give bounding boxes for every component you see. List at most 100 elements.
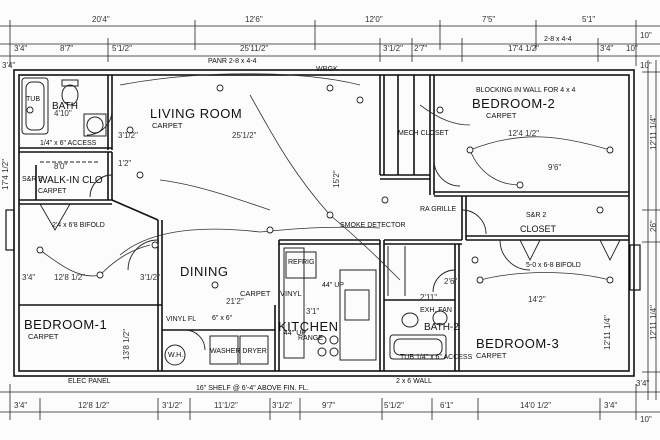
dim-right-5: 10"	[640, 31, 652, 40]
dim-bottom-9: 14'0 1/2"	[520, 401, 552, 410]
bifold-left-note: 2'4 x 6'8 BIFOLD	[52, 222, 105, 229]
electrical-wiring	[39, 73, 611, 281]
bedroom3-floor-label: CARPET	[476, 351, 507, 360]
range-label: RANGE	[298, 335, 323, 342]
wall-bumpouts	[5, 209, 641, 291]
bedroom3-label: BEDROOM-3	[476, 336, 560, 351]
dim-bed3-width: 14'2"	[528, 295, 546, 304]
right-dimension-lines	[642, 60, 660, 400]
dim-row2-3: 5'1/2"	[112, 44, 132, 53]
dim-small-4: 1'2"	[118, 159, 132, 168]
interior-walls	[19, 75, 629, 371]
up-note-b: 44" UP	[322, 282, 344, 289]
living-room-floor-label: CARPET	[152, 121, 183, 130]
dim-bottom-5: 3'1/2"	[272, 401, 292, 410]
exhaust-fan-note: EXH. FAN	[420, 307, 452, 314]
pantry-window-note: PANR 2-8 x 4-4	[208, 58, 257, 65]
dim-bedroom1-width: 12'8 1/2"	[54, 273, 86, 282]
dim-left-1: 17'4 1/2"	[1, 158, 10, 190]
top-dimension-lines	[0, 20, 660, 66]
dim-bed1-depth: 13'8 1/2"	[122, 328, 131, 360]
water-heater-label: W.H.	[168, 352, 184, 359]
dim-top-1: 20'4"	[92, 15, 110, 24]
access-note: 1/4" x 6" ACCESS	[40, 140, 97, 147]
kitchen-label: KITCHEN	[278, 319, 339, 334]
shelf-note: 16" SHELF @ 6'-4" ABOVE FIN. FL.	[196, 385, 309, 392]
dim-row2-5: 3'1/2"	[383, 44, 403, 53]
dim-bed3-depth: 12'11 1/4"	[603, 315, 612, 350]
dim-top-2: 12'6"	[245, 15, 263, 24]
dim-small-5: 2'11"	[420, 293, 438, 302]
bedroom2-floor-label: CARPET	[486, 111, 517, 120]
bath2-label: BATH-2	[424, 322, 459, 333]
dim-row2-9: 10"	[626, 44, 638, 53]
dim-top-3: 12'0"	[365, 15, 383, 24]
refrigerator-label: REFRIG	[288, 259, 315, 266]
wall-note: 2 x 6 WALL	[396, 378, 432, 385]
dim-living-width: 25'1/2"	[232, 131, 257, 140]
up-note-a: 44" UP	[284, 330, 306, 337]
walkin-closet-label: WALK-IN CLO	[38, 175, 103, 186]
return-air-grille-note: RA GRILLE	[420, 206, 457, 213]
living-room-label: LIVING ROOM	[150, 106, 243, 121]
door-swings	[39, 109, 621, 351]
outlet-symbols	[26, 84, 614, 289]
dim-small-7: 3'1"	[306, 307, 320, 316]
dim-living-depth: 15'2"	[332, 170, 341, 188]
dim-top-5: 5'1"	[582, 15, 596, 24]
dim-row2-4: 25'11/2"	[240, 44, 269, 53]
dim-row2-7: 17'4 1/2"	[508, 44, 540, 53]
tub-label: TUB	[26, 96, 40, 103]
opening-note: 6" x 6"	[212, 315, 233, 322]
dim-bottom-8: 6'1"	[440, 401, 454, 410]
dim-row2-1: 3'4"	[14, 44, 28, 53]
bath-label: BATH	[52, 101, 78, 112]
dim-small-3: 3'1/2"	[118, 131, 138, 140]
wrgk-note: WRGK	[316, 66, 338, 73]
blocking-note: BLOCKING IN WALL FOR 4 x 4	[476, 87, 576, 94]
bottom-dimension-lines	[0, 384, 660, 420]
fixtures	[21, 77, 448, 366]
dim-left-2: 3'4"	[2, 61, 16, 70]
dim-bottom-2: 12'8 1/2"	[78, 401, 110, 410]
washer-dryer-label: WASHER DRYER	[210, 348, 267, 355]
dim-row2-8: 3'4"	[600, 44, 614, 53]
dim-dining-width: 21'2"	[226, 297, 244, 306]
dining-floor-vinyl-label: VINYL	[280, 289, 302, 298]
dim-row2-6: 2'7"	[414, 44, 428, 53]
walkin-floor-label: CARPET	[38, 188, 67, 195]
shelf-rod-note: S&R 2	[22, 176, 43, 183]
dim-bottom-1: 3'4"	[14, 401, 28, 410]
dim-small-2: 3'1/2"	[140, 273, 160, 282]
dim-small-1: 3'4"	[22, 273, 36, 282]
window-size-note: 2-8 x 4-4	[544, 36, 572, 43]
dim-bath-width: 4'10"	[54, 109, 72, 118]
dining-floor-label: CARPET	[240, 289, 271, 298]
dim-bottom-6: 9'7"	[322, 401, 336, 410]
tub-access-note: TUB 1/4" x 6" ACCESS	[400, 354, 473, 361]
bedroom2-label: BEDROOM-2	[472, 96, 556, 111]
vinyl-floor-note: VINYL FL	[166, 316, 197, 323]
dim-row2-2: 8'7"	[60, 44, 74, 53]
dim-bed2-width2: 9'6"	[548, 163, 562, 172]
dim-bottom-4: 11'1/2"	[214, 401, 238, 410]
dining-label: DINING	[180, 264, 229, 279]
dim-top-4: 7'5"	[482, 15, 496, 24]
dim-right-2: 26"	[649, 220, 658, 232]
bedroom1-floor-label: CARPET	[28, 332, 59, 341]
smoke-detector-note: SMOKE DETECTOR	[340, 222, 406, 229]
bedroom1-label: BEDROOM-1	[24, 317, 108, 332]
dim-bottom-7: 5'1/2"	[384, 401, 404, 410]
shelf-rod-note-2: S&R 2	[526, 212, 547, 219]
dim-closet-width: 8'0"	[54, 162, 68, 171]
dim-bed2-width: 12'4 1/2"	[508, 129, 540, 138]
dim-right-0: 10"	[640, 61, 652, 70]
dim-bottom-3: 3'1/2"	[162, 401, 182, 410]
dim-small-6: 2'6"	[444, 277, 458, 286]
closet-label: CLOSET	[520, 224, 557, 234]
electrical-panel-note: ELEC PANEL	[68, 378, 111, 385]
dim-right-1: 12'11 1/4"	[649, 115, 658, 150]
dim-bottom-11: 10"	[640, 415, 652, 424]
